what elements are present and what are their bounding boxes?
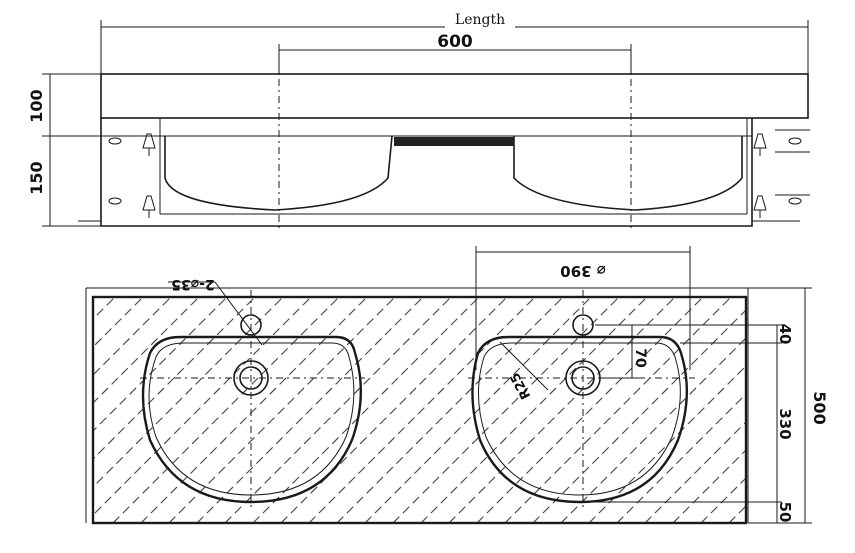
hatch-line [308,297,536,523]
hatch-line [420,297,648,523]
length-label: Length [455,12,505,28]
hatch-line [252,297,480,523]
hatch-line [196,297,424,523]
countertop-outline [91,295,748,525]
hatch-line [0,297,59,523]
hatch-line [93,297,284,488]
hatch-line [392,297,620,523]
plan-view: 2-⌀35 ⌀ 390 R25 70 40 330 50 500 [0,246,855,525]
hatch-line [224,297,452,523]
hatch-line [0,297,87,523]
right-basin-rim [478,342,681,496]
hole-callout-label: 2-⌀35 [171,276,214,292]
left-basin [141,335,362,504]
hatch-line [168,297,396,523]
hatch-line [504,297,732,523]
basin-diameter-label: ⌀ 390 [560,262,606,280]
back-margin-label: 50 [776,502,794,523]
vanity-body [100,118,753,227]
left-wall-bracket [78,133,156,222]
hatch-line [93,297,172,376]
total-depth-label: 500 [810,391,829,424]
corner-radius-label: R25 [508,370,534,402]
hatch-line [336,297,564,523]
left-basin-profile [164,135,393,211]
hatch-line [93,297,312,516]
countertop-slab [100,73,809,119]
hatch-line [93,297,200,404]
hatch-line [757,297,855,523]
right-wall-bracket [752,129,810,222]
right-basin-profile [513,136,743,211]
center-slot [394,137,514,146]
hatch-line [93,297,144,348]
hatch-line [93,297,256,460]
top-height-label: 100 [27,89,46,122]
hatch-line [280,297,508,523]
basin-height-label: 150 [27,161,46,194]
hatch-line [364,297,592,523]
hatch-line [448,297,676,523]
elevation-view: Length 600 100 150 [27,12,810,232]
hatch-line [93,297,116,320]
hatch-line [616,393,746,523]
center-distance-label: 600 [437,32,473,52]
front-margin-label: 40 [776,324,794,345]
hatch-line [93,297,228,432]
hatch-line [140,297,368,523]
hatch-line [560,337,746,523]
tap-offset-label: 70 [632,348,648,368]
hatch-line [112,297,340,523]
hatch-line [476,297,704,523]
basin-depth-label: 330 [776,408,794,439]
hatch-line [588,365,746,523]
hatch-line [532,309,746,523]
